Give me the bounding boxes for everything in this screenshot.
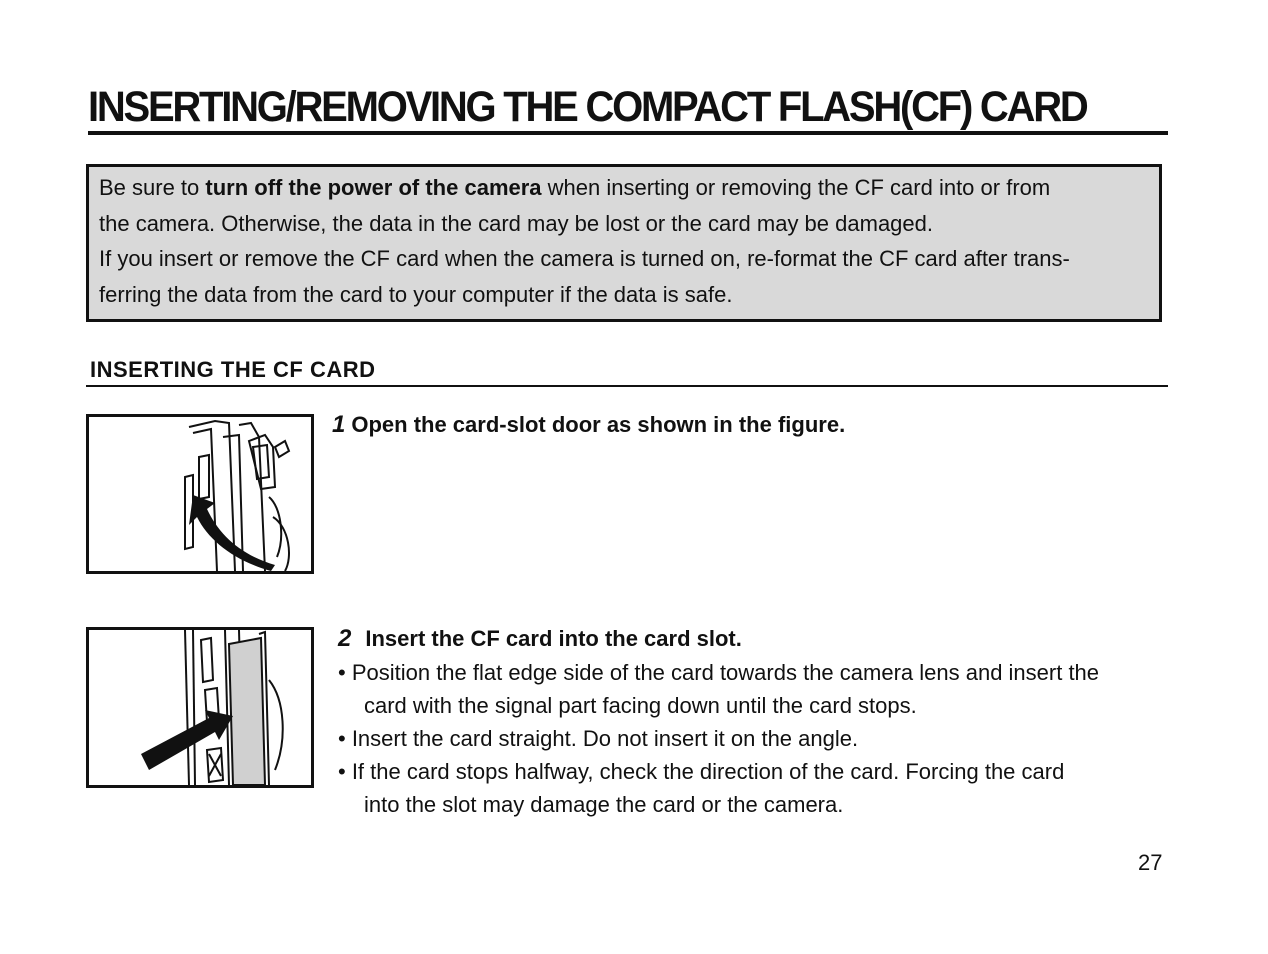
bullet-3-line-2: into the slot may damage the card or the… xyxy=(364,792,844,817)
notice-line-2: the camera. Otherwise, the data in the c… xyxy=(99,210,933,236)
bullet-1-line-1: • Position the flat edge side of the car… xyxy=(338,660,1100,685)
notice-line-3: If you insert or remove the CF card when… xyxy=(99,246,1070,271)
page-number: 27 xyxy=(1138,850,1163,875)
bullet-2-line-1: • Insert the card straight. Do not inser… xyxy=(338,726,859,751)
step-2-number: 2 xyxy=(338,625,352,652)
caution-notice-box: Be sure to turn off the power of the cam… xyxy=(86,164,1162,322)
notice-text: when inserting or removing the CF card i… xyxy=(541,175,1051,200)
section-underline xyxy=(86,385,1168,387)
figure-open-card-slot-door xyxy=(86,414,314,574)
bullet-1-line-2: card with the signal part facing down un… xyxy=(364,693,917,718)
cf-card-insertion-illustration xyxy=(141,630,284,785)
notice-emphasis: turn off the power of the camera xyxy=(205,175,542,200)
step-2-text: Insert the CF card into the card slot. xyxy=(365,626,742,651)
notice-line-4: ferring the data from the card to your c… xyxy=(99,281,733,307)
notice-text: Be sure to xyxy=(99,175,206,200)
step-2-instructions: • Position the flat edge side of the car… xyxy=(338,656,1178,821)
step-1-text: Open the card-slot door as shown in the … xyxy=(351,412,846,437)
notice-line-1: Be sure to turn off the power of the cam… xyxy=(99,170,1159,206)
section-heading: INSERTING THE CF CARD xyxy=(90,357,376,382)
step-1-number: 1 xyxy=(332,411,346,438)
bullet-3-line-1: • If the card stops halfway, check the d… xyxy=(338,759,1065,784)
figure-insert-cf-card xyxy=(86,627,314,788)
step-2-title: 2 Insert the CF card into the card slot. xyxy=(338,625,742,653)
camera-door-open-illustration xyxy=(184,419,291,571)
page-title: INSERTING/REMOVING THE COMPACT FLASH(CF)… xyxy=(88,83,1089,131)
title-underline xyxy=(88,131,1168,135)
